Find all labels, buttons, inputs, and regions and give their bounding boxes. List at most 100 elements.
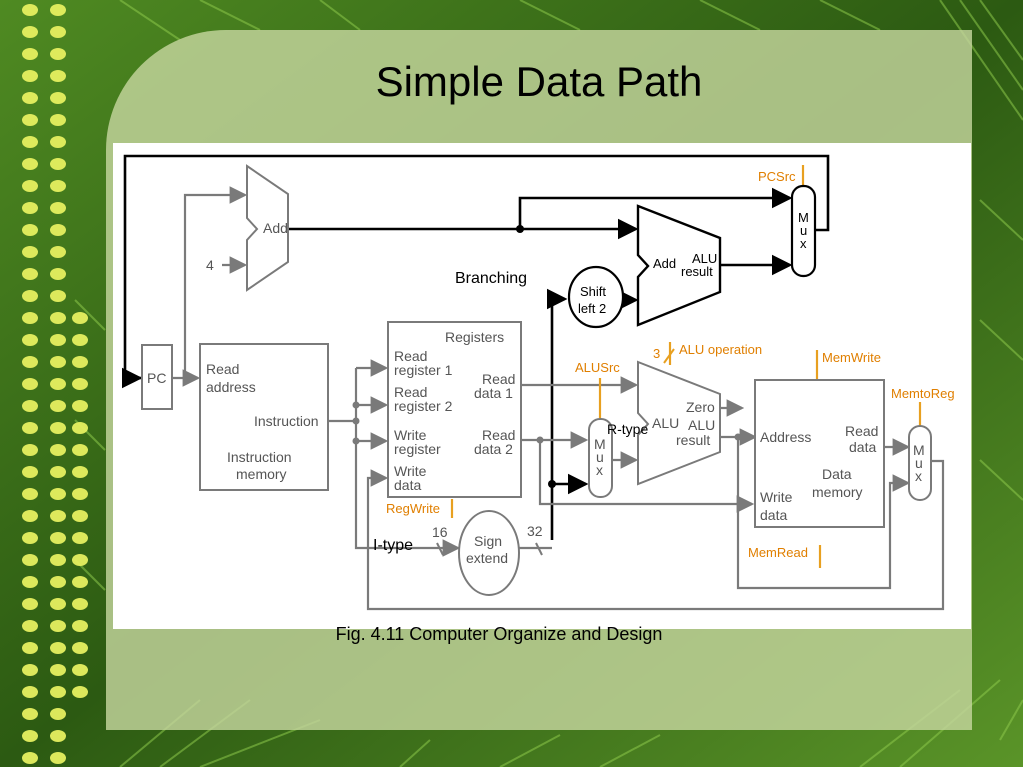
decorative-dot [72, 620, 88, 632]
dmem-read-data-label: Read [845, 423, 878, 439]
pc-adder: Add [246, 164, 289, 292]
decorative-dot [72, 642, 88, 654]
memtoreg-mux: M u x [908, 425, 932, 501]
shift-label: Shift [580, 284, 606, 299]
address-label: Address [760, 429, 811, 445]
decorative-dot [22, 224, 38, 236]
decorative-dot [22, 620, 38, 632]
shift-label-2: left 2 [578, 301, 606, 316]
decorative-dot [50, 488, 66, 500]
write-register-label-2: register [394, 441, 441, 457]
instruction-memory: Read address Instruction Instruction mem… [199, 343, 329, 491]
decorative-dot [22, 158, 38, 170]
instruction-fanout [354, 368, 450, 550]
decorative-dot [22, 488, 38, 500]
datapath-wires [172, 186, 945, 611]
alusrc-mux-x: x [596, 462, 603, 478]
decorative-dot [72, 554, 88, 566]
decorative-dot [50, 708, 66, 720]
decorative-dot [22, 26, 38, 38]
regwrite-signal: RegWrite [386, 501, 440, 516]
registers-title: Registers [445, 329, 504, 345]
decorative-dot [22, 202, 38, 214]
decorative-dot [72, 400, 88, 412]
decorative-dot [22, 290, 38, 302]
memwrite-signal: MemWrite [822, 350, 881, 365]
alu-bypass-wire [736, 437, 911, 590]
constant-four: 4 [206, 257, 214, 273]
decorative-dot [50, 92, 66, 104]
decorative-dot [72, 378, 88, 390]
memtoreg-mux-u: u [915, 455, 923, 471]
decorative-dot [22, 378, 38, 390]
decorative-dot [22, 334, 38, 346]
data-memory-name-2: memory [812, 484, 863, 500]
decorative-dot [50, 466, 66, 478]
decorative-dot [22, 708, 38, 720]
pc-plus-four-wire [288, 187, 793, 231]
decorative-dot [50, 26, 66, 38]
memtoreg-signal: MemtoReg [891, 386, 955, 401]
decorative-dot [72, 422, 88, 434]
decorative-dot [50, 4, 66, 16]
pc-mux-u: u [800, 223, 807, 238]
alu-result-alu-label: ALU [688, 417, 715, 433]
decorative-dot [22, 554, 38, 566]
decorative-dot [22, 686, 38, 698]
read-data-1-label-2: data 1 [474, 385, 513, 401]
decorative-dot [50, 70, 66, 82]
decorative-dot [50, 532, 66, 544]
decorative-dot [72, 664, 88, 676]
decorative-dot [22, 400, 38, 412]
decorative-dot [50, 114, 66, 126]
decorative-dot [22, 466, 38, 478]
read-data-1-label: Read [482, 371, 515, 387]
pcsrc-signal: PCSrc [758, 169, 796, 184]
sign-extend-label-2: extend [466, 550, 508, 566]
decorative-dot [22, 48, 38, 60]
sign-extend-in-bits: 16 [432, 524, 448, 540]
decorative-dot [22, 532, 38, 544]
decorative-dot [50, 642, 66, 654]
decorative-dot [22, 356, 38, 368]
decorative-dot [72, 444, 88, 456]
read-register-1-label-2: register 1 [394, 362, 453, 378]
decorative-dot [22, 444, 38, 456]
decorative-dot [72, 532, 88, 544]
write-data-label: Write [394, 463, 427, 479]
register-file: Registers Read register 1 Read register … [387, 321, 522, 498]
read-register-1-label: Read [394, 348, 427, 364]
decorative-dot [50, 620, 66, 632]
figure-caption: Fig. 4.11 Computer Organize and Design [335, 624, 663, 644]
decorative-dot [72, 312, 88, 324]
instruction-memory-name-2: memory [236, 466, 287, 482]
instruction-memory-name: Instruction [227, 449, 292, 465]
pc-source-mux: M u x [790, 184, 817, 278]
decorative-dot [50, 378, 66, 390]
decorative-dot [22, 752, 38, 764]
decorative-dot [50, 158, 66, 170]
decorative-dot [72, 334, 88, 346]
alusrc-mux-u: u [596, 449, 604, 465]
decorative-dot [72, 576, 88, 588]
decorative-dot [22, 730, 38, 742]
decorative-dot [22, 246, 38, 258]
datapath-diagram: Add 4 PC Read address Instruction Instru… [113, 143, 971, 629]
decorative-dot [50, 48, 66, 60]
decorative-dot [50, 136, 66, 148]
decorative-dot [22, 92, 38, 104]
control-lines [450, 165, 922, 568]
read-data-2-label-2: data 2 [474, 441, 513, 457]
sign-extend-label: Sign [474, 533, 502, 549]
branch-path-wires [121, 154, 830, 540]
decorative-dot [22, 180, 38, 192]
read-register-2-label-2: register 2 [394, 398, 453, 414]
pc-adder-label: Add [263, 220, 288, 236]
write-register-label: Write [394, 427, 427, 443]
decorative-dot [50, 510, 66, 522]
datapath-svg: Add 4 PC Read address Instruction Instru… [121, 154, 955, 611]
decorative-dot [22, 664, 38, 676]
decorative-dot [50, 422, 66, 434]
decorative-dot [50, 598, 66, 610]
alu-label: ALU [652, 415, 679, 431]
